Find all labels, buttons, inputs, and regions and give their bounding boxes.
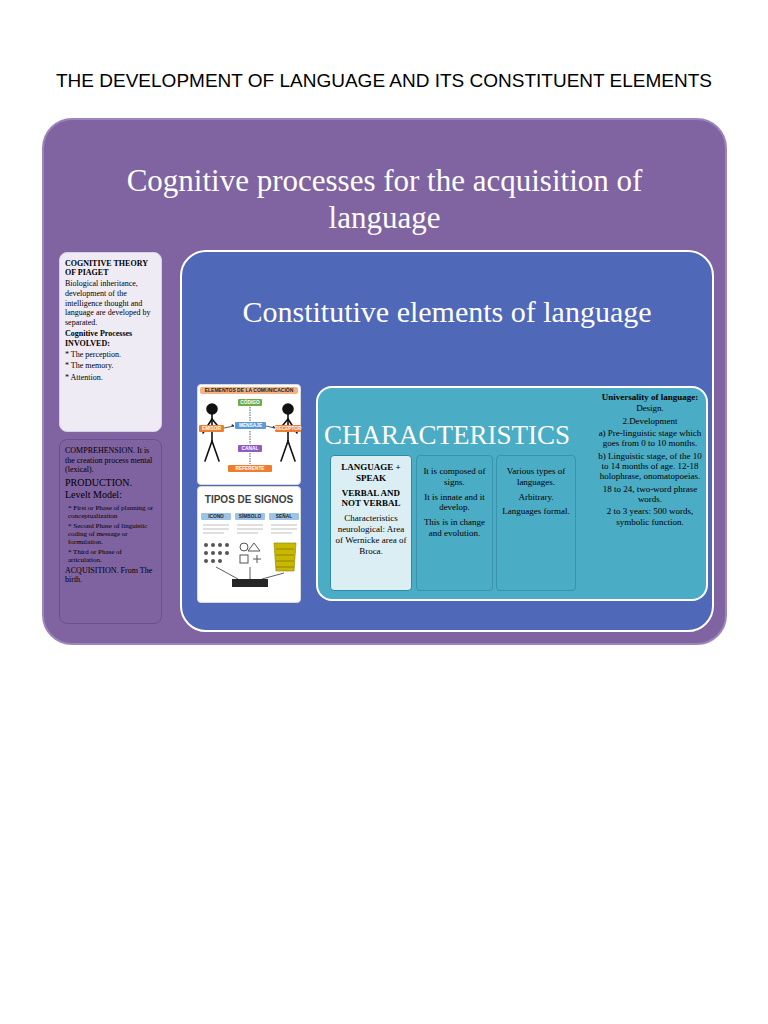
node-heading: COMPREHENSION. It is the creation proces… <box>65 446 156 475</box>
node-text: * The memory. <box>65 361 156 371</box>
stage-note: Universality of language: <box>594 392 706 402</box>
node-text: Biological inheritance, development of t… <box>65 279 156 327</box>
page-title: THE DEVELOPMENT OF LANGUAGE AND ITS CONS… <box>0 70 768 92</box>
picture-frame: ELEMENTOS DE LA COMUNICACIÓN CÓDIGO EMISOR… <box>197 384 301 485</box>
node-heading: CHARACTERISTICS <box>324 420 570 451</box>
node-text: Arbitrary. <box>500 492 572 503</box>
theory-box: COGNITIVE THEORY OF PIAGET Biological inh… <box>59 252 162 432</box>
node-text: This is in change and evolution. <box>420 517 489 539</box>
picture-label: RECEPTOR <box>275 425 301 432</box>
feature-box: It is composed of signs. It is innate and… <box>416 455 493 591</box>
node-heading: Constitutive elements of language <box>182 294 712 330</box>
feature-box: LANGUAGE + SPEAK VERBAL AND NOT VERBAL Cha… <box>330 455 412 591</box>
stage-note: a) Pre-linguistic stage which goes from … <box>594 428 706 449</box>
node-text: * The perception. <box>65 350 156 360</box>
elements-panel: Constitutive elements of language ELEMEN… <box>180 250 714 632</box>
node-text: ACQUISITION. From The birth. <box>65 566 156 585</box>
node-text: * First or Phase of planning or conceptu… <box>65 504 156 521</box>
node-text: * Attention. <box>65 373 156 383</box>
node-text: Cognitive Processes INVOLVED: <box>65 329 156 347</box>
node-heading: It is composed of signs. <box>420 466 489 488</box>
node-text: * Third or Phase of articulation. <box>65 548 156 565</box>
picture-label: SÍMBOLO <box>235 513 265 520</box>
node-heading: LANGUAGE + SPEAK <box>334 462 408 484</box>
stage-note: 18 to 24, two-word phrase words. <box>594 484 706 505</box>
picture-label: CÓDIGO <box>238 399 262 406</box>
node-heading: Various types of languages. <box>500 466 572 488</box>
node-text: VERBAL AND NOT VERBAL <box>334 488 408 510</box>
universality-column: Universality of language:Design. 2.Develo… <box>594 392 706 529</box>
node-text: PRODUCTION. Levelt Model: <box>65 477 156 501</box>
node-text: Languages formal. <box>500 506 572 517</box>
process-box: COMPREHENSION. It is the creation proces… <box>59 439 162 624</box>
node-text: Characteristics neurological: Area of We… <box>334 513 408 556</box>
stage-note: Design. <box>594 403 706 413</box>
picture-frame: TIPOS DE SIGNOS ICONO SÍMBOLO SEÑAL <box>197 486 301 603</box>
stage-note: b) Linguistic stage, of the 10 to 14 mon… <box>594 451 706 482</box>
characteristics-panel: CHARACTERISTICS LANGUAGE + SPEAK VERBAL AN… <box>316 386 708 601</box>
picture-label: SEÑAL <box>269 513 299 520</box>
node-heading: TIPOS DE SIGNOS <box>200 489 298 505</box>
node-heading: Cognitive processes for the acquisition … <box>105 162 665 236</box>
picture-label: REFERENTE <box>228 465 272 472</box>
outer-panel: Cognitive processes for the acquisition … <box>42 118 727 645</box>
stage-note: 2.Development <box>594 416 706 426</box>
node-text: * Second Phase of linguistic coding of m… <box>65 522 156 547</box>
stage-note: 2 to 3 years: 500 words, symbolic functi… <box>594 506 706 527</box>
node-heading: COGNITIVE THEORY OF PIAGET <box>65 259 156 277</box>
node-heading: ELEMENTOS DE LA COMUNICACIÓN <box>200 387 298 394</box>
picture-label: CANAL <box>238 445 262 452</box>
picture-label: EMISOR <box>199 425 224 432</box>
feature-box: Various types of languages. Arbitrary. Lan… <box>496 455 576 591</box>
node-text: It is innate and it develop. <box>420 492 489 514</box>
picture-label: ICONO <box>201 513 231 520</box>
picture-label: MENSAJE <box>235 422 266 429</box>
